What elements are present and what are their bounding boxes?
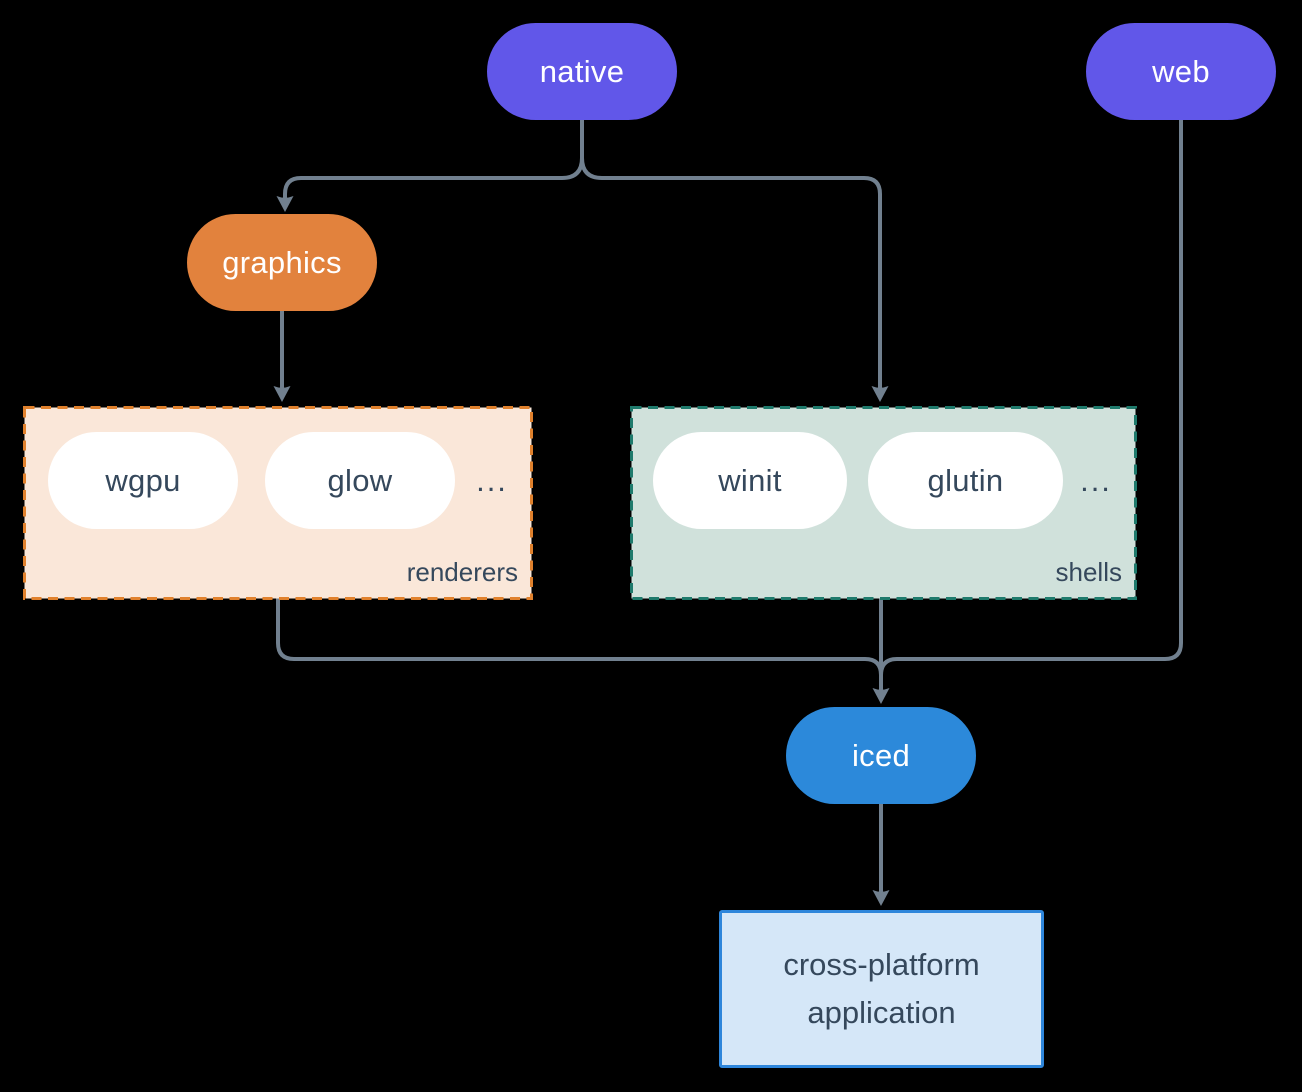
arrowhead-shells	[871, 386, 889, 402]
renderers-ellipsis: ...	[476, 462, 508, 498]
node-glow: glow	[265, 432, 455, 529]
edge-native-to-shells	[580, 157, 882, 388]
shells-label: shells	[1055, 557, 1122, 587]
group-shells: winit glutin ... shells	[630, 406, 1137, 600]
node-web: web	[1086, 23, 1276, 120]
arrowhead-application	[872, 890, 890, 906]
node-iced: iced	[786, 707, 976, 804]
edge-renderers-to-merge	[276, 598, 883, 676]
edge-native-to-graphics	[283, 118, 584, 198]
renderers-label: renderers	[406, 557, 518, 587]
group-renderers: wgpu glow ... renderers	[23, 406, 533, 600]
app-label-line-1: cross-platform	[783, 947, 980, 982]
arrowhead-iced	[872, 688, 890, 704]
arrowhead-renderers	[273, 386, 291, 402]
node-wgpu: wgpu	[48, 432, 238, 529]
app-label-line-2: application	[807, 995, 956, 1030]
node-winit: winit	[653, 432, 847, 529]
arrowhead-graphics	[276, 196, 294, 212]
node-glutin: glutin	[868, 432, 1063, 529]
shells-ellipsis: ...	[1080, 462, 1112, 498]
node-graphics: graphics	[187, 214, 377, 311]
node-cross-platform-application: cross-platform application	[719, 910, 1044, 1068]
node-native: native	[487, 23, 677, 120]
